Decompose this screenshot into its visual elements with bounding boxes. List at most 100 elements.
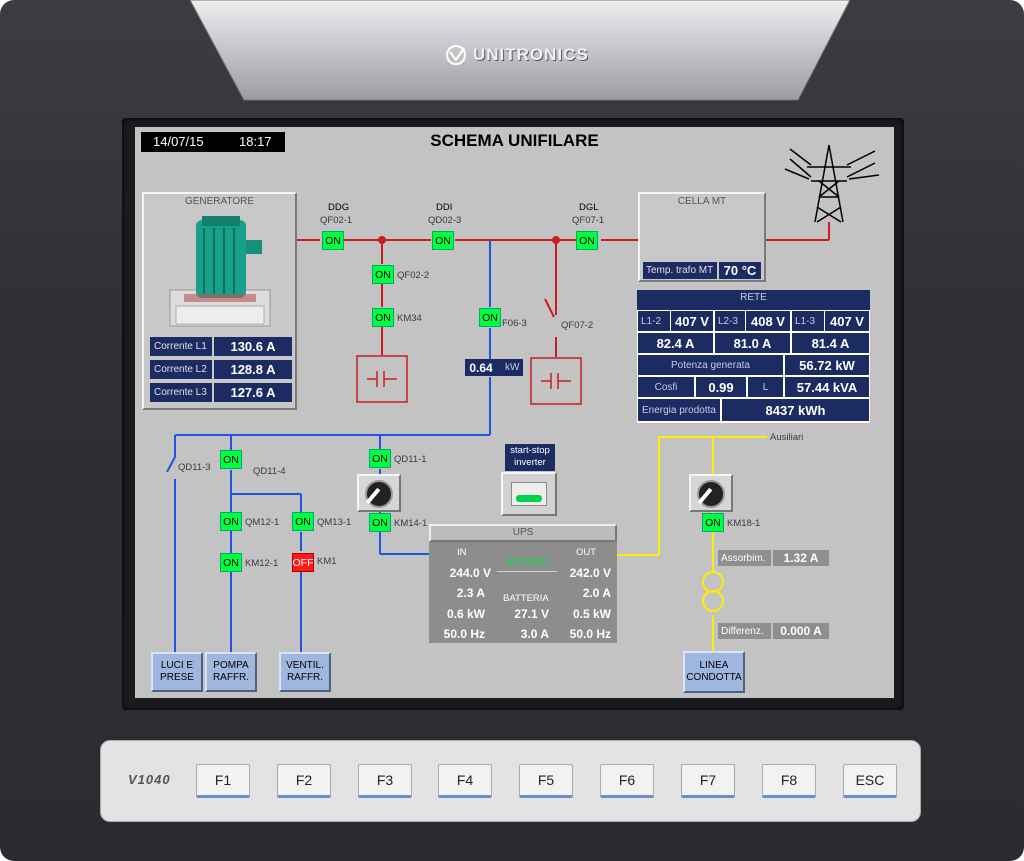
- ddg-on-indicator[interactable]: ON: [322, 231, 344, 250]
- qf07-2-code: QF07-2: [561, 320, 594, 331]
- ups-batt-voltage: 27.1 V: [514, 607, 549, 621]
- qd11-4-on-indicator[interactable]: ON: [220, 450, 242, 469]
- qf02-2-code: QF02-2: [397, 270, 430, 281]
- bus-node: [378, 236, 386, 244]
- capacitor-icons: [356, 355, 582, 405]
- temp-trafo-label: Temp. trafo MT: [643, 262, 717, 279]
- km34-on-indicator[interactable]: ON: [372, 308, 394, 327]
- ddi-on-indicator[interactable]: ON: [432, 231, 454, 250]
- ups-out-current: 2.0 A: [582, 586, 611, 600]
- potenza-generata-label: Potenza generata: [638, 355, 783, 375]
- start-stop-inverter-label: start-stop inverter: [505, 444, 555, 471]
- start-stop-inverter-button[interactable]: [501, 472, 557, 516]
- pompa-raffr-button[interactable]: POMPA RAFFR.: [205, 652, 257, 692]
- rete-l1-2-value: 407 V: [671, 311, 713, 331]
- f1-key[interactable]: F1: [196, 764, 250, 798]
- date-time-box: 14/07/15 18:17: [141, 132, 285, 152]
- ups-out-label: OUT: [576, 547, 597, 558]
- cosfi-label: Cosfi: [638, 377, 694, 397]
- qm13-1-on-indicator[interactable]: ON: [292, 512, 314, 531]
- ups-out-power: 0.5 kW: [572, 607, 611, 621]
- f4-key[interactable]: F4: [438, 764, 492, 798]
- power-kw-value: 0.64: [469, 360, 493, 375]
- ups-title: UPS: [429, 524, 617, 542]
- ddg-name: DDG: [328, 202, 350, 213]
- qf02-2-on-indicator[interactable]: ON: [372, 265, 394, 284]
- yellow-bus-lines: [617, 436, 767, 651]
- f3-key[interactable]: F3: [358, 764, 412, 798]
- linea-condotta-button[interactable]: LINEA CONDOTTA: [683, 651, 745, 693]
- qd11-3-code: QD11-3: [178, 462, 211, 473]
- corrente-l3-label: Corrente L3: [150, 383, 212, 402]
- ups-out-frequency: 50.0 Hz: [569, 627, 611, 641]
- generatore-panel: GENERATORE Corrente L1 130.6 A Corrente …: [142, 192, 297, 410]
- top-plate: [190, 0, 850, 102]
- energia-prodotta-value: 8437 kWh: [722, 399, 869, 421]
- ups-in-power: 0.6 kW: [446, 607, 485, 621]
- cosfi-value: 0.99: [696, 377, 746, 397]
- km18-1-selector-switch[interactable]: [689, 474, 733, 512]
- power-kw-box: 0.64 kW: [465, 359, 523, 376]
- ups-status: ACCESO: [497, 554, 557, 572]
- date-text: 14/07/15: [153, 134, 204, 149]
- pylon-icon: [784, 144, 880, 223]
- km12-1-on-indicator[interactable]: ON: [220, 553, 242, 572]
- qm13-1-code: QM13-1: [317, 517, 352, 528]
- dgl-on-indicator[interactable]: ON: [576, 231, 598, 250]
- f8-key[interactable]: F8: [762, 764, 816, 798]
- energia-prodotta-label: Energia prodotta: [638, 399, 720, 421]
- rete-l1-3-value: 407 V: [825, 311, 869, 331]
- model-label: V1040: [128, 772, 171, 787]
- rete-current-l3: 81.4 A: [792, 333, 869, 353]
- assorbim-value: 1.32 A: [773, 550, 829, 566]
- ups-in-label: IN: [457, 547, 467, 558]
- f7-key[interactable]: F7: [681, 764, 735, 798]
- f5-key[interactable]: F5: [519, 764, 573, 798]
- km18-1-on-indicator[interactable]: ON: [702, 513, 724, 532]
- luci-e-prese-button[interactable]: LUCI E PRESE: [151, 652, 203, 692]
- generator-motor-icon: [169, 216, 271, 327]
- corrente-l2-label: Corrente L2: [150, 360, 212, 379]
- f06-3-on-indicator[interactable]: ON: [479, 308, 501, 327]
- ups-out-voltage: 242.0 V: [569, 566, 611, 580]
- differenz-value: 0.000 A: [773, 623, 829, 639]
- rete-current-l1: 82.4 A: [638, 333, 713, 353]
- ups-in-frequency: 50.0 Hz: [443, 627, 485, 641]
- ddg-code: QF02-1: [320, 215, 353, 226]
- l-value: 57.44 kVA: [785, 377, 869, 397]
- assorbim-label: Assorbim.: [718, 550, 771, 566]
- km14-1-code: KM14-1: [394, 518, 428, 529]
- qd11-1-code: QD11-1: [394, 454, 427, 465]
- l-label: L: [748, 377, 783, 397]
- corrente-l3-value: 127.6 A: [214, 383, 292, 402]
- ventil-raffr-button[interactable]: VENTIL. RAFFR.: [279, 652, 331, 692]
- dgl-name: DGL: [579, 202, 599, 213]
- rete-l1-3-label: L1-3: [792, 311, 824, 331]
- ups-batteria-label: BATTERIA: [503, 593, 549, 604]
- rete-l2-3-value: 408 V: [746, 311, 790, 331]
- ups-in-current: 2.3 A: [456, 586, 485, 600]
- qm12-1-on-indicator[interactable]: ON: [220, 512, 242, 531]
- dgl-code: QF07-1: [572, 215, 605, 226]
- ausiliari-label: Ausiliari: [770, 432, 804, 443]
- qd11-1-on-indicator[interactable]: ON: [369, 449, 391, 468]
- f6-key[interactable]: F6: [600, 764, 654, 798]
- esc-key[interactable]: ESC: [843, 764, 897, 798]
- brand-name: UNITRONICS: [473, 45, 589, 64]
- generatore-title: GENERATORE: [184, 196, 255, 207]
- blue-bus-lines: [166, 240, 491, 654]
- corrente-l1-value: 130.6 A: [214, 337, 292, 356]
- ddi-code: QD02-3: [428, 215, 462, 226]
- km14-1-on-indicator[interactable]: ON: [369, 513, 391, 532]
- unitronics-logo-icon: [446, 45, 466, 65]
- qd11-1-selector-switch[interactable]: [357, 474, 401, 512]
- cella-mt-title: CELLA MT: [677, 196, 727, 207]
- qd11-4-code: QD11-4: [253, 466, 286, 477]
- km34-code: KM34: [397, 313, 422, 324]
- f2-key[interactable]: F2: [277, 764, 331, 798]
- f06-3-code: F06-3: [502, 318, 527, 329]
- km18-1-code: KM18-1: [727, 518, 761, 529]
- ups-panel: UPS IN OUT ACCESO BATTERIA 244.0 V 2.3 A…: [429, 524, 617, 643]
- qm12-1-code: QM12-1: [245, 517, 280, 528]
- km1-off-indicator[interactable]: OFF: [292, 553, 314, 572]
